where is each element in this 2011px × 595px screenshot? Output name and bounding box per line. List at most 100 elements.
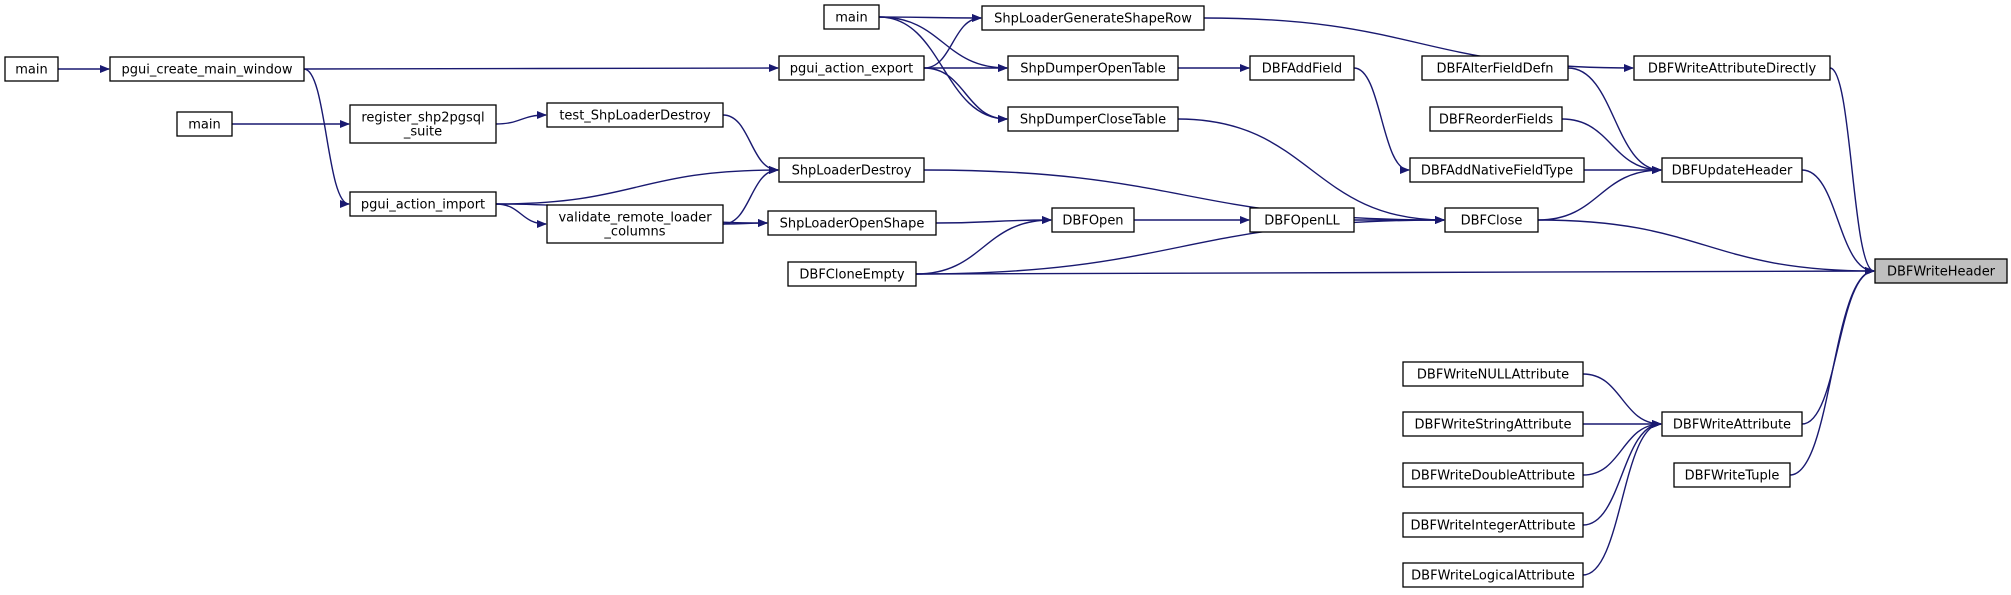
node-shp-loader-generate-shape-row[interactable]: ShpLoaderGenerateShapeRow bbox=[981, 5, 1205, 31]
node-label: _columns bbox=[603, 225, 665, 240]
node-dbfadd-field[interactable]: DBFAddField bbox=[1249, 55, 1355, 81]
edge-register-shp2pgsql-suite-to-test-shp-loader-destroy bbox=[495, 111, 547, 125]
node-label: DBFWriteIntegerAttribute bbox=[1411, 519, 1576, 534]
node-shp-loader-open-shape[interactable]: ShpLoaderOpenShape bbox=[767, 210, 937, 236]
edge-pgui-action-export-to-shp-dumper-close-table bbox=[923, 67, 1008, 123]
edge-pgui-action-import-to-shp-loader-destroy bbox=[495, 166, 779, 205]
edge-dbfclone-empty-to-dbfwrite-header bbox=[915, 267, 1875, 276]
node-dbfopen[interactable]: DBFOpen bbox=[1051, 207, 1135, 233]
node-dbfwrite-header[interactable]: DBFWriteHeader bbox=[1874, 258, 2008, 284]
node-label: DBFClose bbox=[1461, 214, 1523, 229]
node-box bbox=[1249, 55, 1355, 81]
node-label: ShpLoaderGenerateShapeRow bbox=[994, 12, 1192, 27]
node-label: pgui_create_main_window bbox=[122, 63, 293, 78]
node-label: DBFWriteDoubleAttribute bbox=[1411, 469, 1575, 484]
node-label: DBFWriteStringAttribute bbox=[1415, 418, 1572, 433]
node-label: DBFOpen bbox=[1062, 214, 1123, 229]
node-dbfclone-empty[interactable]: DBFCloneEmpty bbox=[787, 261, 917, 287]
node-box bbox=[1402, 462, 1584, 488]
node-box bbox=[1633, 55, 1831, 81]
edge-validate-remote-loader-columns-to-shp-loader-open-shape bbox=[722, 219, 768, 228]
node-shp-loader-destroy[interactable]: ShpLoaderDestroy bbox=[778, 157, 925, 183]
node-box bbox=[1421, 55, 1569, 81]
edge-shp-loader-open-shape-to-dbfopen bbox=[935, 216, 1052, 225]
node-dbfalter-field-defn[interactable]: DBFAlterFieldDefn bbox=[1421, 55, 1569, 81]
node-label: main bbox=[15, 63, 47, 78]
edge-dbfadd-field-to-dbfadd-native-field-type bbox=[1353, 67, 1410, 174]
node-box bbox=[981, 5, 1205, 31]
node-dbfwrite-string-attribute[interactable]: DBFWriteStringAttribute bbox=[1402, 411, 1584, 437]
node-box bbox=[1051, 207, 1135, 233]
edge-dbfclose-to-dbfwrite-header bbox=[1537, 219, 1875, 275]
node-pgui-action-export[interactable]: pgui_action_export bbox=[778, 55, 925, 81]
node-label: DBFAlterFieldDefn bbox=[1437, 62, 1554, 77]
node-label: ShpDumperOpenTable bbox=[1020, 62, 1166, 77]
edge-pgui-create-main-window-to-pgui-action-export bbox=[303, 64, 779, 73]
node-box bbox=[546, 204, 724, 244]
node-dbfclose[interactable]: DBFClose bbox=[1444, 207, 1539, 233]
node-box bbox=[1661, 157, 1803, 183]
node-label: DBFCloneEmpty bbox=[799, 268, 905, 283]
node-box bbox=[1402, 562, 1584, 588]
node-box bbox=[1444, 207, 1539, 233]
node-dbfupdate-header[interactable]: DBFUpdateHeader bbox=[1661, 157, 1803, 183]
node-validate-remote-loader-columns[interactable]: validate_remote_loader_columns bbox=[546, 204, 724, 244]
node-label: pgui_action_import bbox=[361, 198, 485, 213]
node-dbfopen-ll[interactable]: DBFOpenLL bbox=[1249, 207, 1355, 233]
node-shp-dumper-open-table[interactable]: ShpDumperOpenTable bbox=[1007, 55, 1179, 81]
node-label: main bbox=[188, 118, 220, 133]
edge-pgui-create-main-window-to-pgui-action-import bbox=[303, 68, 350, 208]
edge-main-c-to-shp-dumper-open-table bbox=[878, 16, 1008, 72]
node-dbfwrite-tuple[interactable]: DBFWriteTuple bbox=[1673, 462, 1791, 488]
node-box bbox=[787, 261, 917, 287]
node-label: test_ShpLoaderDestroy bbox=[559, 109, 711, 124]
edge-dbfwrite-logical-attribute-to-dbfwrite-attribute bbox=[1582, 420, 1662, 576]
node-dbfreorder-fields[interactable]: DBFReorderFields bbox=[1429, 106, 1563, 132]
node-box bbox=[1402, 361, 1584, 387]
edge-test-shp-loader-destroy-to-shp-loader-destroy bbox=[722, 114, 779, 174]
edge-shp-dumper-close-table-to-dbfclose bbox=[1177, 118, 1445, 224]
edge-dbfalter-field-defn-to-dbfupdate-header bbox=[1567, 67, 1662, 174]
node-main-b[interactable]: main bbox=[176, 111, 233, 137]
node-label: DBFWriteHeader bbox=[1887, 265, 1996, 280]
edges-layer bbox=[58, 13, 1875, 576]
node-box bbox=[1249, 207, 1355, 233]
node-box bbox=[1409, 157, 1585, 183]
node-box bbox=[767, 210, 937, 236]
node-box bbox=[4, 56, 59, 82]
node-test-shp-loader-destroy[interactable]: test_ShpLoaderDestroy bbox=[546, 102, 724, 128]
node-dbfwrite-attribute-directly[interactable]: DBFWriteAttributeDirectly bbox=[1633, 55, 1831, 81]
node-dbfwrite-attribute[interactable]: DBFWriteAttribute bbox=[1661, 411, 1803, 437]
node-label: DBFWriteTuple bbox=[1685, 469, 1780, 484]
node-dbfwrite-double-attribute[interactable]: DBFWriteDoubleAttribute bbox=[1402, 462, 1584, 488]
node-label: DBFReorderFields bbox=[1439, 113, 1554, 128]
node-main-c[interactable]: main bbox=[823, 4, 880, 30]
node-label: DBFUpdateHeader bbox=[1672, 164, 1793, 179]
node-dbfwrite-integer-attribute[interactable]: DBFWriteIntegerAttribute bbox=[1402, 512, 1584, 538]
node-label: ShpLoaderOpenShape bbox=[780, 217, 925, 232]
node-label: validate_remote_loader bbox=[558, 211, 712, 226]
node-box bbox=[823, 4, 880, 30]
node-label: main bbox=[835, 11, 867, 26]
node-box bbox=[1429, 106, 1563, 132]
node-label: DBFOpenLL bbox=[1264, 214, 1340, 229]
node-label: _suite bbox=[403, 125, 442, 140]
node-dbfwrite-nullattribute[interactable]: DBFWriteNULLAttribute bbox=[1402, 361, 1584, 387]
node-pgui-create-main-window[interactable]: pgui_create_main_window bbox=[109, 56, 305, 82]
node-box bbox=[349, 104, 497, 144]
node-dbfadd-native-field-type[interactable]: DBFAddNativeFieldType bbox=[1409, 157, 1585, 183]
node-label: ShpDumperCloseTable bbox=[1020, 113, 1166, 128]
node-shp-dumper-close-table[interactable]: ShpDumperCloseTable bbox=[1007, 106, 1179, 132]
node-box bbox=[1007, 55, 1179, 81]
edge-dbfclone-empty-to-dbfclose bbox=[915, 216, 1445, 275]
node-box bbox=[1673, 462, 1791, 488]
edge-pgui-action-export-to-shp-loader-generate-shape-row bbox=[923, 14, 982, 69]
node-pgui-action-import[interactable]: pgui_action_import bbox=[349, 191, 497, 217]
edge-validate-remote-loader-columns-to-shp-loader-destroy bbox=[722, 166, 779, 225]
node-register-shp2pgsql-suite[interactable]: register_shp2pgsql_suite bbox=[349, 104, 497, 144]
edge-dbfclose-to-dbfupdate-header bbox=[1537, 166, 1662, 221]
node-label: pgui_action_export bbox=[790, 62, 913, 77]
node-dbfwrite-logical-attribute[interactable]: DBFWriteLogicalAttribute bbox=[1402, 562, 1584, 588]
node-main-a[interactable]: main bbox=[4, 56, 59, 82]
